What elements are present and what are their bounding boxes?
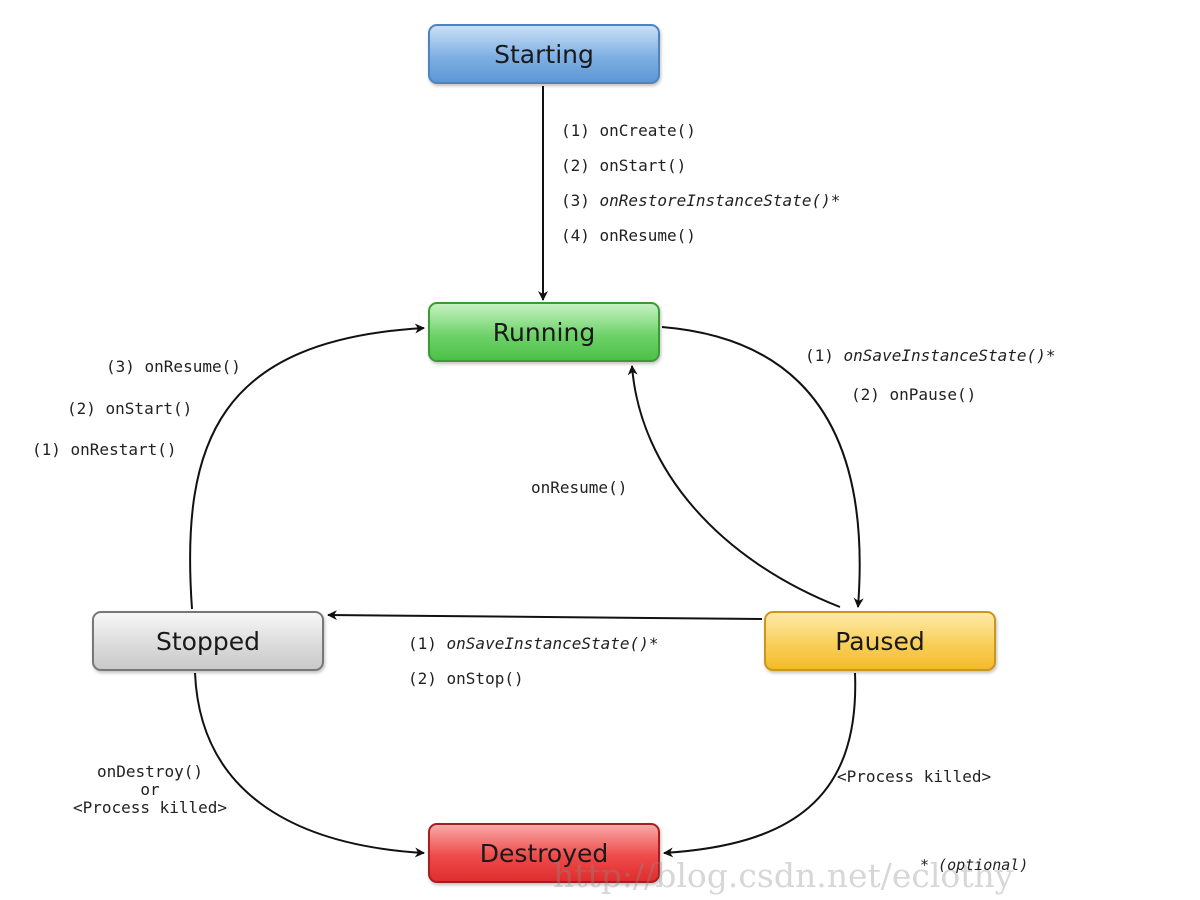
label-on-resume-paused: onResume() — [531, 478, 628, 497]
label-on-save-instance-state-pause: (1) onSaveInstanceState()* — [805, 346, 1056, 365]
state-destroyed: Destroyed — [428, 823, 660, 883]
state-running: Running — [428, 302, 660, 362]
label-on-save-instance-state-stop: (1) onSaveInstanceState()* — [408, 634, 659, 653]
label-on-start-restart: (2) onStart() — [67, 399, 193, 418]
label-process-killed-paused: <Process killed> — [837, 767, 992, 786]
state-starting: Starting — [428, 24, 660, 84]
arrow-paused-to-running — [627, 365, 841, 608]
label-on-destroy: onDestroy() — [97, 762, 203, 781]
label-on-create: (1) onCreate() — [561, 121, 696, 140]
label-on-resume-restart: (3) onResume() — [106, 357, 241, 376]
watermark: http://blog.csdn.net/eclothy — [553, 856, 1014, 895]
arrow-stopped-to-destroyed — [194, 672, 425, 858]
footnote-optional: * (optional) — [920, 856, 1029, 874]
label-on-stop: (2) onStop() — [408, 669, 524, 688]
arrow-stopped-to-running — [189, 323, 425, 610]
label-process-killed-stopped: <Process killed> — [72, 798, 228, 817]
label-on-restore-instance-state: (3) onRestoreInstanceState()* — [561, 191, 841, 210]
state-paused: Paused — [764, 611, 996, 671]
label-on-pause: (2) onPause() — [851, 385, 977, 404]
arrow-paused-to-destroyed — [663, 672, 857, 858]
label-or: or — [140, 780, 160, 799]
label-on-destroy-or-killed: onDestroy() or <Process killed> — [50, 763, 250, 817]
label-on-resume-start: (4) onResume() — [561, 226, 696, 245]
state-stopped: Stopped — [92, 611, 324, 671]
label-on-start: (2) onStart() — [561, 156, 687, 175]
arrow-running-to-paused — [661, 326, 864, 608]
arrow-paused-to-stopped — [327, 610, 763, 621]
label-on-restart: (1) onRestart() — [32, 440, 177, 459]
